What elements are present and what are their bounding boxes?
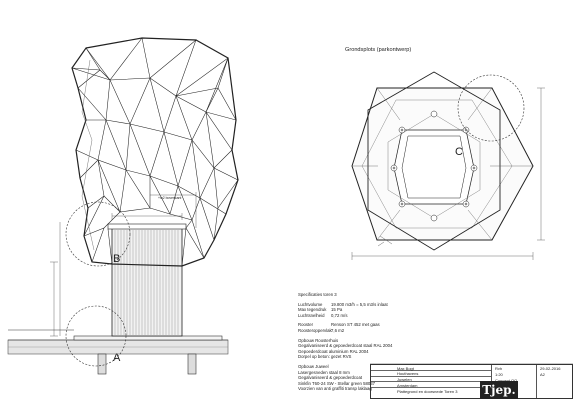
plan-view	[351, 71, 534, 251]
ground-section	[7, 329, 229, 375]
spec-key: Rooster	[298, 322, 314, 328]
spec-key: Luchtvolume	[298, 301, 323, 307]
spec-line: Opbouw Roosterhuis	[298, 337, 339, 343]
spec-value: 15 Pa	[331, 307, 343, 313]
spec-line: Gegalvaniseerd & gepoederdcoat staal RAL…	[298, 343, 393, 349]
detail-circle-c	[457, 74, 525, 142]
tb-row-5: Plattegrond en doorsnede Toren 3	[397, 388, 458, 394]
detail-label-b: B	[113, 253, 120, 265]
grille-house	[107, 223, 187, 337]
spec-line: Voorzien van anti graffiti transp laklaa…	[298, 386, 372, 392]
spec-line: Dorpel op beton: gezet RVS	[298, 354, 352, 360]
spec-value: 0,72 m/s	[331, 312, 348, 318]
spec-line: Opbouw Juweel	[298, 363, 329, 369]
tjep-logo: Tjep.	[480, 381, 518, 399]
tb-row-2: Houthavens	[371, 371, 491, 377]
spec-key: Roosteroppervlak	[298, 327, 332, 333]
spec-line: Gepoederdcoat aluminium RAL 2004	[298, 348, 369, 354]
spec-key: Max tegendruk	[298, 307, 327, 313]
specifications: Specificaties toren 3 Luchtvolume 19.800 …	[298, 292, 403, 396]
spec-row: Max tegendruk 15 Pa	[298, 307, 403, 313]
detail-label-c: C	[455, 146, 463, 158]
top-annotation: +m2 bovenkant	[158, 196, 181, 200]
elevation-dimensions	[50, 192, 197, 337]
detail-label-a: A	[113, 352, 121, 364]
detail-circles-elevation	[65, 201, 131, 367]
spec-value: 19.800 m3/h = 5,5 m3/s inlaat	[331, 301, 388, 307]
spec-groups: Luchtvolume 19.800 m3/h = 5,5 m3/s inlaat…	[298, 302, 403, 334]
plan-title: Grondsplots (parkontwerp)	[345, 47, 411, 53]
spec-row: Luchtvolume 19.800 m3/h = 5,5 m3/s inlaat	[298, 302, 403, 308]
spec-row: Rooster Renson ST 452 met gaas	[298, 322, 403, 328]
tb-row-4: Amsterdam	[371, 382, 491, 389]
faceted-tower	[71, 37, 239, 267]
title-block: Max Bogt Houthavens Juwelen Amsterdam Pl…	[370, 364, 573, 399]
spec-title: Specificaties toren 3	[298, 292, 337, 297]
tb-row-1: Max Bogt	[371, 365, 491, 371]
spec-line: Gegalvaniseerd & gepoederdcoat	[298, 375, 363, 381]
spec-line: Lasergesneden staal 8 mm	[298, 369, 350, 375]
spec-value: 7,6 m2	[331, 327, 345, 333]
spec-value: Renson ST 452 met gaas	[331, 322, 380, 328]
spec-group: Luchtvolume 19.800 m3/h = 5,5 m3/s inlaat…	[298, 302, 403, 319]
tb-row-3: Juwelen	[371, 377, 491, 383]
spec-row: Luchtsnelheid 0,72 m/s	[298, 313, 403, 319]
spec-line: Sinkfin T60-24 SW - Stellar green 58037	[298, 380, 376, 386]
plan-dimensions	[351, 87, 545, 260]
tb-col-3: 29-02-2016 A2	[536, 365, 574, 398]
spec-key: Luchtsnelheid	[298, 312, 325, 318]
